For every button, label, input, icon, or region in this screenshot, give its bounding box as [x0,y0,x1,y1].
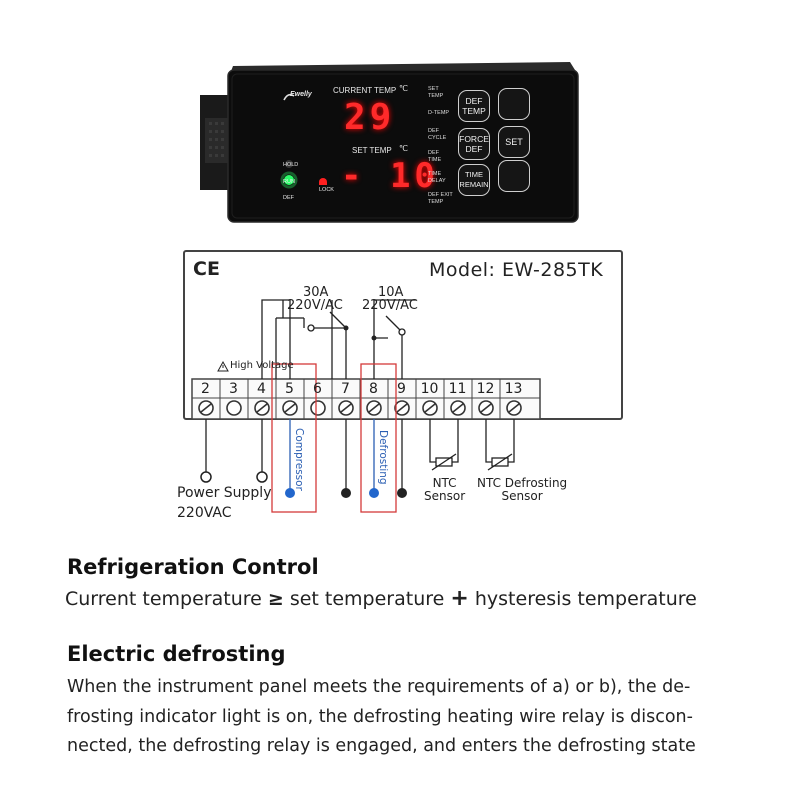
formula-part-current: Current temperature [65,588,268,610]
relay1-amps: 30A [303,285,329,300]
formula-plus-symbol: + [450,586,469,611]
side-label-def-time: DEF TIME [428,150,442,163]
model-label: Model: EW-285TK [429,259,604,281]
run-led [284,175,294,185]
current-temp-label: CURRENT TEMP [333,86,397,95]
formula-part-set: set temperature [283,588,451,610]
terminal-13: 13 [504,381,523,397]
side-label-def-exit-temp: DEF EXIT TEMP [428,192,453,205]
controller-device: Ewelly CURRENT TEMP ℃ 29 SET TEMP ℃ - 10… [0,0,800,250]
warning-triangle-icon [217,360,229,372]
hold-label: HOLD [283,162,299,168]
up-button[interactable] [498,88,530,120]
defrosting-line-2: frosting indicator light is on, the defr… [67,706,693,727]
defrosting-paragraph: When the instrument panel meets the requ… [67,673,787,762]
relay2-amps: 10A [378,285,404,300]
ntc-sensor-label: NTC Sensor [424,476,466,503]
set-button[interactable]: SET [498,126,530,158]
side-label-d-temp: D-TEMP [428,110,450,116]
defrosting-line-3: nected, the defrosting relay is engaged,… [67,736,696,756]
lock-label: LOCK [319,187,334,193]
terminal-5: 5 [285,381,294,397]
side-label-time-delay: TIME DELAY [428,171,446,184]
terminal-8: 8 [369,381,378,397]
def-label: DEF [283,195,294,201]
def-temp-button[interactable]: DEF TEMP [458,90,490,122]
side-label-set-temp: SET TEMP [428,86,444,99]
ntc-defrost-sensor-label: NTC Defrosting Sensor [477,476,568,503]
refrigeration-formula: Current temperature ≥ set temperature + … [65,584,697,615]
ce-mark: CE [193,258,220,280]
down-button[interactable] [498,160,530,192]
terminal-9: 9 [397,381,406,397]
set-temp-label: SET TEMP [352,146,392,155]
compressor-highlight [271,363,317,513]
power-voltage-label: 220VAC [177,505,232,521]
power-supply-label: Power Supply [177,485,272,501]
defrosting-label: Defrosting [377,430,389,485]
defrosting-line-1: When the instrument panel meets the requ… [67,677,691,697]
terminal-11: 11 [448,381,467,397]
terminal-12: 12 [476,381,495,397]
set-temp-unit: ℃ [399,144,408,153]
relay2-voltage: 220V/AC [362,298,418,313]
set-temp-display: - 10 [341,156,439,196]
brand-logo-icon [283,93,295,101]
high-voltage-label: High Voltage [230,360,294,371]
formula-part-hysteresis: hysteresis temperature [468,588,697,610]
compressor-label: Compressor [293,428,305,491]
time-remain-button[interactable]: TIME REMAIN [458,164,490,196]
controller-body [200,62,579,223]
defrosting-heading: Electric defrosting [67,642,286,666]
relay1-voltage: 220V/AC [287,298,343,313]
current-temp-display: 29 [344,97,396,138]
terminal-4: 4 [257,381,266,397]
force-def-button[interactable]: FORCE DEF [458,128,490,160]
refrigeration-heading: Refrigeration Control [67,555,319,579]
terminal-2: 2 [201,381,210,397]
formula-gte-symbol: ≥ [267,588,284,610]
current-temp-unit: ℃ [399,84,408,93]
run-label: RUN [283,179,295,185]
wiring-lines [191,299,541,513]
terminal-6: 6 [313,381,322,397]
side-label-def-cycle: DEF CYCLE [428,128,447,141]
brand-name: Ewelly [290,91,312,98]
terminal-7: 7 [341,381,350,397]
hold-led [285,160,293,168]
terminal-3: 3 [229,381,238,397]
defrosting-highlight [360,363,397,513]
terminal-10: 10 [420,381,439,397]
lock-led [319,178,327,185]
